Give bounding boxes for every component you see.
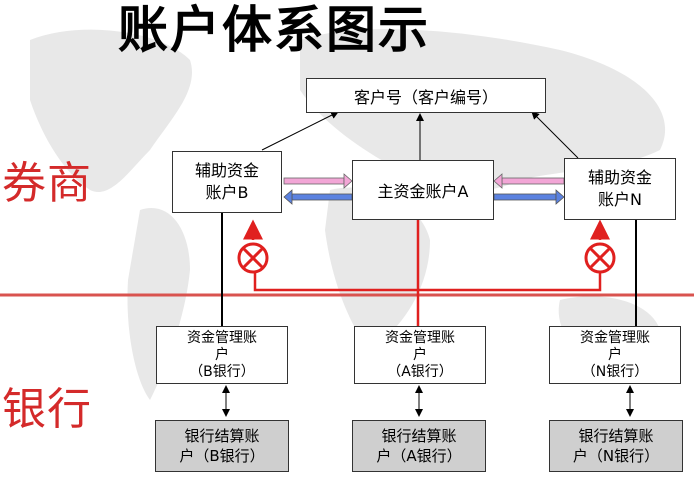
- settle-a-line2: 户（A银行）: [376, 447, 462, 465]
- settle-b-line1: 银行结算账: [184, 427, 260, 445]
- mgmt-n-line2: 户: [608, 346, 622, 363]
- world-map-background: [30, 29, 666, 400]
- mgmt-a-line1: 资金管理账: [385, 329, 455, 346]
- mgmt-b-line1: 资金管理账: [187, 329, 257, 346]
- settle-account-n-box: 银行结算账 户（N银行）: [549, 420, 683, 472]
- arrow-aux-b-to-customer: [261, 111, 339, 151]
- aux-account-n-line2: 账户N: [598, 190, 642, 209]
- main-account-a-box: 主资金账户A: [352, 160, 494, 220]
- mgmt-account-n-box: 资金管理账 户 （N银行）: [549, 326, 681, 384]
- mgmt-n-line3: （N银行）: [581, 363, 649, 380]
- mgmt-b-line2: 户: [215, 346, 229, 363]
- aux-account-n-line1: 辅助资金: [587, 168, 652, 187]
- settle-account-b-box: 银行结算账 户（B银行）: [155, 420, 289, 472]
- settle-n-line1: 银行结算账: [578, 427, 654, 445]
- blocked-icon-b: [237, 242, 269, 274]
- aux-account-b-line1: 辅助资金: [194, 161, 259, 180]
- settle-account-a-box: 银行结算账 户（A银行）: [352, 420, 486, 472]
- blocked-icon-n: [584, 242, 616, 274]
- settle-n-line2: 户（N银行）: [572, 447, 660, 465]
- transfer-arrows-a-n: [493, 173, 565, 205]
- settle-a-line1: 银行结算账: [381, 427, 457, 445]
- mgmt-a-line2: 户: [413, 346, 427, 363]
- aux-account-b-line2: 账户B: [205, 183, 249, 202]
- aux-account-n-box: 辅助资金 账户N: [564, 158, 676, 220]
- mgmt-a-line3: （A银行）: [387, 363, 453, 380]
- mgmt-b-line3: （B银行）: [189, 363, 255, 380]
- mgmt-account-a-box: 资金管理账 户 （A银行）: [354, 326, 486, 384]
- customer-id-box: 客户号（客户编号）: [306, 78, 546, 113]
- red-blocked-link: [253, 262, 602, 292]
- mgmt-settle-arrows: [222, 385, 634, 417]
- arrow-aux-n-to-customer: [531, 111, 579, 159]
- aux-account-b-box: 辅助资金 账户B: [172, 151, 282, 213]
- transfer-arrows-b-a: [283, 173, 353, 205]
- broker-label: 券商: [2, 158, 92, 209]
- settle-b-line2: 户（B银行）: [179, 447, 265, 465]
- bank-label: 银行: [2, 384, 92, 435]
- mgmt-n-line1: 资金管理账: [580, 329, 650, 346]
- mgmt-account-b-box: 资金管理账 户 （B银行）: [156, 326, 288, 384]
- page-title: 账户体系图示: [118, 1, 430, 59]
